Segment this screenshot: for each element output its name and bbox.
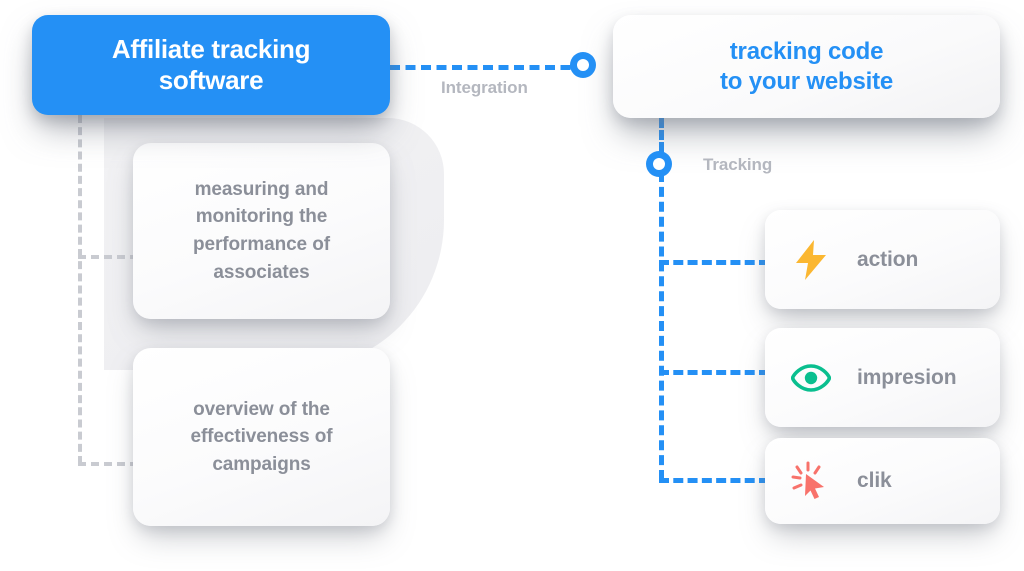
connector-right-branch-clik (659, 478, 769, 483)
icon-card-clik[interactable]: clik (765, 438, 1000, 524)
connector-tracking-stub (659, 118, 664, 164)
detail-card-overview-effectiveness[interactable]: overview of the effectiveness of campaig… (133, 348, 390, 526)
connector-integration-line (390, 65, 586, 70)
detail-0-line3: performance of (193, 234, 330, 255)
detail-1-line3: campaigns (212, 453, 311, 475)
icon-card-impresion[interactable]: impresion (765, 328, 1000, 427)
primary-title-line1: Affiliate tracking (111, 34, 311, 65)
detail-1-line2: effectiveness of (190, 426, 333, 448)
detail-card-text: measuring and monitoring the performance… (193, 176, 330, 286)
icon-card-label: clik (857, 469, 892, 492)
detail-0-line2: monitoring the (195, 206, 328, 228)
detail-1-line1: overview of the (193, 398, 330, 420)
tracking-code-title: tracking code to your website (720, 37, 893, 96)
box-tracking-code-to-your-website[interactable]: tracking code to your website (613, 15, 1000, 118)
edge-label-integration: Integration (441, 78, 528, 97)
connector-right-branch-impresion (659, 370, 769, 375)
connector-left-branch-1 (78, 255, 138, 259)
icon-card-label: action (857, 247, 919, 271)
primary-box-affiliate-tracking-software[interactable]: Affiliate tracking software (32, 15, 390, 115)
connector-left-branch-2 (78, 462, 138, 466)
icon-card-action[interactable]: action (765, 210, 1000, 309)
detail-card-text: overview of the effectiveness of campaig… (190, 396, 332, 479)
detail-0-line1: measuring and (194, 178, 329, 200)
connector-node-integration (570, 52, 596, 78)
icon-card-label: impresion (857, 365, 957, 389)
connector-right-trunk (659, 172, 664, 480)
primary-title-line2: software (158, 65, 264, 95)
cursor-click-icon (791, 461, 831, 501)
connector-right-branch-action (659, 260, 769, 265)
connector-left-trunk (78, 115, 82, 464)
tracking-code-line2: to your website (719, 67, 894, 95)
lightning-bolt-icon (791, 239, 831, 280)
primary-box-title: Affiliate tracking software (111, 34, 311, 95)
tracking-code-line1: tracking code (729, 38, 884, 66)
detail-card-measuring-monitoring[interactable]: measuring and monitoring the performance… (133, 143, 390, 319)
edge-label-tracking: Tracking (703, 155, 773, 174)
connector-node-tracking (646, 151, 672, 177)
eye-icon (791, 358, 831, 398)
detail-0-line4: associates (213, 261, 310, 283)
